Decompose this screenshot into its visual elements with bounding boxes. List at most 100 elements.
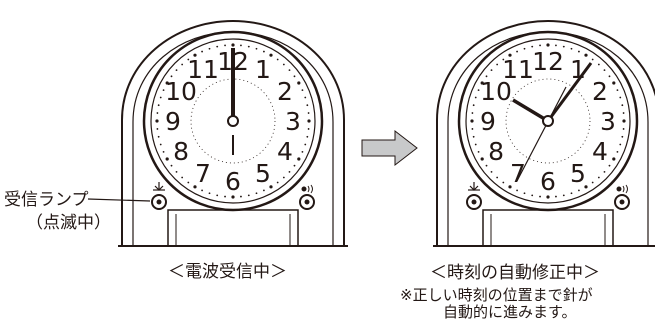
dial-number-2: 2 [592,77,608,106]
dial-tick [496,176,499,179]
lamp-label: 受信ランプ [4,190,89,210]
arrow-right-icon [361,129,418,167]
dial-tick [247,194,250,197]
dial-tick [187,58,190,61]
dial-tick [591,181,594,184]
dial-tick [477,151,480,153]
dial-tick [155,119,159,123]
dial-tick [224,44,226,47]
dial-tick [216,194,219,197]
dial-tick [591,58,594,61]
dial-tick [570,192,573,195]
dial-tick [523,47,526,50]
antenna-icon [468,182,480,191]
dial-tick [612,157,616,161]
dial-tick [485,164,488,167]
dial-tick [490,69,493,72]
dial-tick [531,194,534,197]
dial-tick [502,181,505,184]
note-line-1: ※正しい時刻の位置まで針が [400,286,593,304]
dial-number-1: 1 [255,55,271,84]
dial-tick [187,181,190,184]
clock-right-dial [465,38,631,204]
dial-tick [472,135,475,138]
dial-tick [306,135,309,138]
dial-tick [293,75,296,78]
dial-number-5: 5 [570,159,586,188]
dial-tick [502,58,505,61]
dial-tick [470,119,474,123]
dial-tick [175,69,178,72]
dial-tick [477,89,480,91]
dial-number-9: 9 [480,107,496,136]
dial-number-8: 8 [488,137,504,166]
dial-tick [612,81,616,85]
dial-tick [255,47,258,50]
dial-tick [288,170,291,173]
dial-tick [578,50,580,53]
clock-left-dial [150,38,316,204]
dial-tick [306,104,309,107]
dial-tick [193,185,197,189]
clock-left-center-pin [227,115,239,127]
dial-tick [616,151,619,153]
caption-receiving: ＜電波受信中＞ [168,262,287,282]
dial-tick [276,58,279,61]
dial-tick [159,143,162,146]
dial-tick [603,69,606,72]
dial-number-4: 4 [277,137,293,166]
dial-tick [472,104,475,107]
dial-tick [181,63,184,66]
dial-number-2: 2 [277,77,293,106]
dial-tick [485,75,488,78]
dial-tick [546,195,550,199]
dial-tick [193,53,197,57]
dial-tick [616,89,619,91]
dial-tick [546,43,550,47]
dial-tick [508,185,512,189]
dial-tick [539,44,541,47]
dial-tick [288,69,291,72]
reception-lamp-core [156,199,162,205]
dial-tick [622,119,626,123]
dial-tick [297,157,301,161]
dial-tick [622,112,625,114]
reception-lamp-right [466,194,482,210]
dial-tick [165,81,169,85]
light-button-right-core [619,199,625,205]
dial-tick [608,75,611,78]
dial-tick [247,45,250,48]
lamp-leader-line [87,198,151,202]
dial-tick [474,143,477,146]
dial-tick [307,128,310,130]
dial-tick [282,176,285,179]
dial-tick [156,112,159,114]
dial-number-9: 9 [165,107,181,136]
dial-tick [621,104,624,107]
clock-right-minute-hand [546,62,593,122]
dial-tick [156,128,159,130]
note-line-2: 自動的に進みます。 [443,303,577,321]
dial-tick [201,189,203,192]
dial-tick [555,195,557,198]
lamp-status: （点滅中） [26,213,111,233]
dial-number-8: 8 [173,137,189,166]
dial-number-10: 10 [480,77,512,106]
dial-tick [175,170,178,173]
dial-tick [584,53,588,57]
dial-tick [304,96,307,99]
dial-tick [516,189,518,192]
clock-left-inner-ring [190,78,276,164]
clock-right-bezel [457,30,639,212]
dial-tick [516,50,518,53]
dial-tick [170,75,173,78]
dial-tick [240,195,242,198]
light-icon [301,184,313,194]
antenna-icon [153,182,165,191]
dial-tick [621,135,624,138]
dial-tick [216,45,219,48]
